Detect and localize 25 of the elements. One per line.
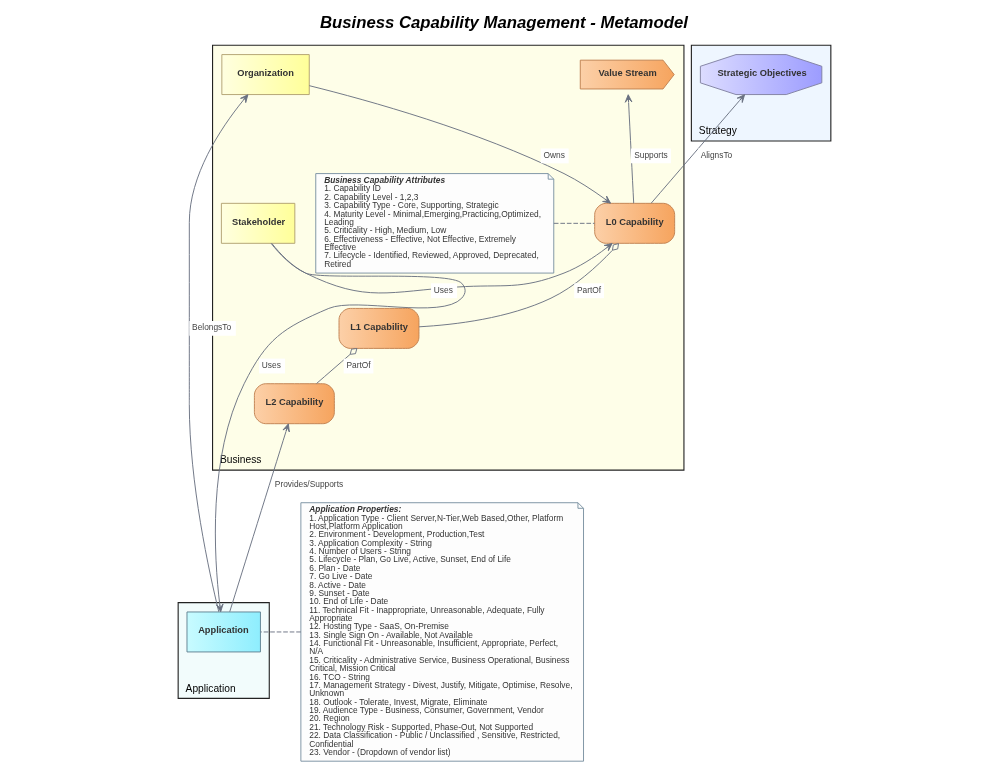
arrow bbox=[214, 242, 466, 613]
edge-label: PartOf bbox=[345, 360, 371, 371]
edge-label: Supports bbox=[633, 149, 668, 160]
node-box: Organization bbox=[220, 54, 310, 96]
arrow bbox=[308, 85, 611, 204]
node-box: L1 Capability bbox=[338, 307, 419, 349]
arrow bbox=[624, 94, 634, 204]
edge-label: Uses bbox=[261, 360, 281, 371]
node-box: Application bbox=[186, 611, 261, 653]
connector bbox=[259, 631, 301, 633]
connector bbox=[315, 348, 357, 384]
edge-label: Provides/Supports bbox=[274, 479, 343, 490]
edge-label: Uses bbox=[433, 284, 453, 295]
node-box: L2 Capability bbox=[253, 383, 335, 425]
arrow bbox=[228, 423, 290, 613]
arrow bbox=[650, 94, 745, 204]
node-box: L0 Capability bbox=[593, 202, 675, 244]
node-box: Stakeholder bbox=[220, 202, 295, 244]
edge-label: PartOf bbox=[576, 284, 601, 295]
diagram-title: Business Capability Management - Metamodel bbox=[319, 12, 688, 32]
edge-label: AlignsTo bbox=[700, 149, 732, 160]
connector bbox=[418, 243, 619, 328]
arrow bbox=[270, 242, 613, 294]
connector bbox=[552, 222, 595, 224]
edge-label: Owns bbox=[543, 149, 565, 160]
